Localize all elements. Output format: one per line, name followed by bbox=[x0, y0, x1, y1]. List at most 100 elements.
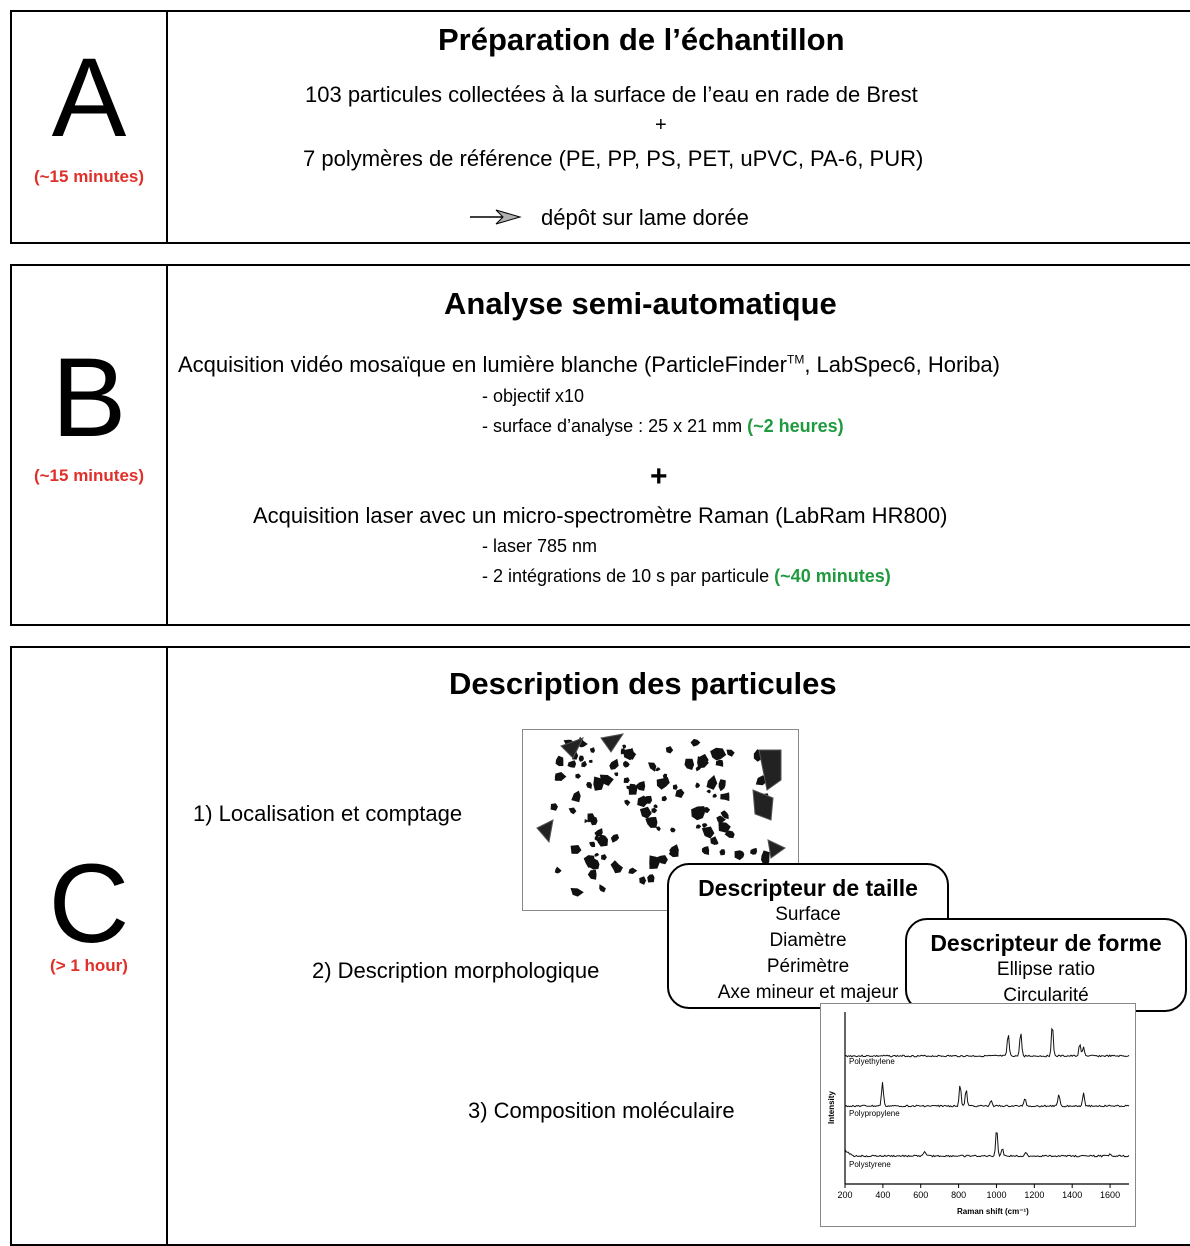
panel-c-title: Description des particules bbox=[449, 666, 837, 701]
particle-shape bbox=[703, 807, 711, 814]
particle-shape bbox=[675, 788, 685, 798]
particle-shape bbox=[594, 828, 603, 838]
particle-shape bbox=[702, 823, 708, 828]
particle-shape bbox=[655, 767, 661, 772]
panel-b-video-time: (~2 heures) bbox=[747, 416, 844, 436]
panel-b: B (~15 minutes) Analyse semi-automatique… bbox=[10, 264, 1190, 626]
size-descriptor-item: Périmètre bbox=[766, 956, 850, 977]
particle-silhouettes bbox=[536, 733, 786, 901]
particle-shape bbox=[648, 762, 657, 772]
particle-shape bbox=[587, 869, 597, 880]
particle-shape bbox=[628, 867, 638, 874]
particle-shape bbox=[581, 760, 587, 768]
particle-shape bbox=[715, 759, 724, 767]
particle-shape bbox=[695, 824, 702, 829]
particle-shape bbox=[594, 835, 600, 842]
panel-a-deposit: dépôt sur lame dorée bbox=[541, 205, 749, 230]
particle-shape bbox=[670, 827, 676, 833]
spectrum-line-polystyrene bbox=[844, 1132, 1130, 1158]
particle-shape bbox=[635, 781, 646, 791]
panel-b-video-sub2: - surface d’analyse : 25 x 21 mm (~2 heu… bbox=[482, 416, 844, 437]
panel-b-video-sub1: - objectif x10 bbox=[482, 386, 585, 406]
spectrum-line-polypropylene bbox=[844, 1082, 1130, 1108]
particle-shape bbox=[701, 826, 715, 839]
panel-b-laser-line: Acquisition laser avec un micro-spectrom… bbox=[253, 503, 948, 528]
size-descriptor-item: Surface bbox=[775, 904, 841, 925]
panel-b-laser-time: (~40 minutes) bbox=[774, 566, 891, 586]
panel-b-title: Analyse semi-automatique bbox=[444, 286, 837, 321]
particle-shape bbox=[555, 755, 564, 767]
x-tick-label: 600 bbox=[913, 1190, 928, 1200]
particle-shape bbox=[567, 760, 577, 768]
particle-shape bbox=[672, 784, 678, 790]
particle-shape bbox=[720, 810, 729, 820]
particle-shape bbox=[614, 772, 619, 777]
particle-mosaic-image bbox=[522, 729, 799, 911]
panel-c-duration: (> 1 hour) bbox=[50, 956, 128, 975]
particle-shape bbox=[637, 795, 649, 808]
large-particle-shape bbox=[767, 839, 786, 859]
particle-shape bbox=[649, 855, 660, 869]
panel-c: C (> 1 hour) Description des particules … bbox=[10, 646, 1190, 1246]
particle-shape bbox=[578, 755, 584, 762]
x-tick-label: 1200 bbox=[1024, 1190, 1044, 1200]
particle-shape bbox=[655, 826, 661, 832]
x-tick-label: 1600 bbox=[1100, 1190, 1120, 1200]
panel-b-duration: (~15 minutes) bbox=[33, 466, 145, 485]
particle-shape bbox=[684, 758, 695, 770]
particle-shape bbox=[575, 773, 582, 779]
panel-a-letter-column: A (~15 minutes) bbox=[12, 12, 168, 242]
particle-shape bbox=[589, 841, 596, 848]
particle-shape bbox=[691, 806, 705, 821]
particle-shape bbox=[651, 807, 658, 814]
particle-shape bbox=[628, 783, 638, 795]
particle-shape bbox=[584, 819, 589, 824]
panel-a-title: Préparation de l’échantillon bbox=[438, 22, 845, 57]
particle-shape bbox=[719, 849, 726, 856]
particle-shape bbox=[597, 834, 608, 847]
particle-shape bbox=[645, 816, 658, 828]
particle-shape bbox=[701, 846, 710, 855]
panel-a-line2: 7 polymères de référence (PE, PP, PS, PE… bbox=[303, 146, 924, 171]
particle-shape bbox=[571, 790, 581, 803]
particle-shape bbox=[599, 884, 606, 893]
panel-b-video-text-end: , LabSpec6, Horiba) bbox=[804, 352, 1000, 377]
particle-shape bbox=[695, 782, 701, 789]
particle-shape bbox=[750, 847, 758, 855]
panel-c-step2: 2) Description morphologique bbox=[312, 958, 600, 983]
particle-shape bbox=[622, 744, 627, 749]
panel-a-letter: A bbox=[51, 35, 127, 160]
particle-shape bbox=[623, 760, 630, 768]
panel-a-line1: 103 particules collectées à la surface d… bbox=[305, 82, 918, 107]
particle-shape bbox=[669, 844, 679, 854]
particle-shape bbox=[718, 779, 726, 792]
particle-shape bbox=[697, 753, 709, 766]
particle-shape bbox=[656, 777, 670, 790]
particle-shape bbox=[627, 752, 636, 760]
large-particle-shape bbox=[560, 737, 585, 759]
panel-c-letter: C bbox=[48, 841, 130, 966]
particle-shape bbox=[706, 775, 718, 790]
particle-shape bbox=[626, 785, 631, 790]
particle-shape bbox=[662, 773, 668, 779]
particle-shape bbox=[593, 776, 604, 791]
particle-shape bbox=[587, 813, 596, 823]
particle-shape bbox=[706, 789, 711, 794]
size-descriptor-box: Descripteur de taille Surface Diamètre P… bbox=[667, 863, 949, 1009]
shape-descriptor-item: Circularité bbox=[1003, 985, 1089, 1006]
particle-shape bbox=[568, 807, 577, 815]
spectrum-label: Polystyrene bbox=[849, 1160, 891, 1169]
panel-b-laser-sub2: - 2 intégrations de 10 s par particule (… bbox=[482, 566, 891, 587]
particle-shape bbox=[690, 738, 701, 747]
particle-shape bbox=[601, 854, 607, 861]
spectrum-line-polyethylene bbox=[844, 1027, 1130, 1058]
particle-shape bbox=[710, 747, 727, 761]
particle-shape bbox=[550, 803, 558, 811]
x-tick-label: 1400 bbox=[1062, 1190, 1082, 1200]
particle-shape bbox=[624, 799, 631, 807]
large-particle-shape bbox=[600, 733, 625, 753]
panel-b-video-sub2-text: - surface d’analyse : 25 x 21 mm bbox=[482, 416, 748, 436]
panel-a: A (~15 minutes) Préparation de l’échanti… bbox=[10, 10, 1190, 244]
